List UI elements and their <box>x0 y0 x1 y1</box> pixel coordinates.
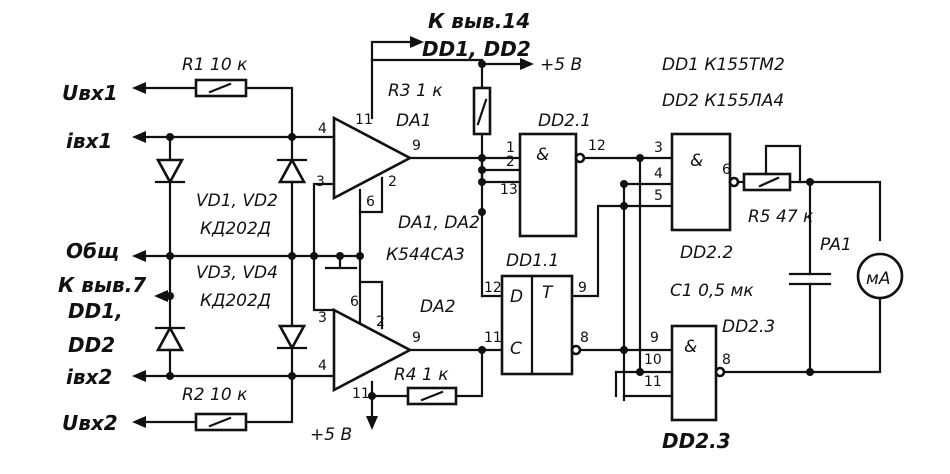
label-da-types-2: К544СА3 <box>386 245 465 265</box>
label-r3: R3 1 к <box>388 81 443 101</box>
pin-da2-11: 11 <box>352 386 370 402</box>
label-supply-top: +5 В <box>540 55 582 75</box>
pin-dd21-12: 12 <box>588 138 606 154</box>
label-vd12-2: КД202Д <box>200 219 271 239</box>
comparator-da1: DA1 4 3 11 9 6 2 <box>316 111 432 210</box>
label-iin2: iвх2 <box>66 365 112 389</box>
pin-dd22-5: 5 <box>654 188 663 204</box>
input-terminals: Uвх1 iвх1 Общ К выв.7 DD1, DD2 iвх2 Uвх2 <box>58 81 168 435</box>
diode-vd3 <box>154 254 186 378</box>
label-r1: R1 10 к <box>182 55 248 75</box>
label-dd22-and: & <box>690 151 703 171</box>
label-power-top-1: К выв.14 <box>428 9 530 33</box>
label-dd23-bottom: DD2.3 <box>662 429 731 453</box>
label-pa1: PA1 <box>820 235 852 255</box>
milliammeter-pa1: PA1 мА <box>808 235 904 374</box>
nand-dd2-3: & DD2.3 DD2.3 9 10 11 8 <box>644 317 775 453</box>
label-iin1: iвх1 <box>66 129 112 153</box>
nand-dd2-2: & DD2.2 3 4 5 6 <box>654 132 740 263</box>
label-to-pin7-2: DD1, <box>68 299 123 323</box>
pin-dd22-3: 3 <box>654 140 663 156</box>
label-dd23-and: & <box>684 337 697 357</box>
label-supply-bottom: +5 В <box>310 425 352 445</box>
label-uin1: Uвх1 <box>62 81 118 105</box>
diode-vd4 <box>276 254 308 378</box>
label-dd1-type: DD1 К155ТМ2 <box>662 55 785 75</box>
resistor-r2: R2 10 к <box>144 374 294 432</box>
pin-da1-11: 11 <box>355 112 373 128</box>
capacitor-c1: С1 0,5 мк <box>670 180 832 374</box>
pin-da1-9: 9 <box>412 138 421 154</box>
label-dd11-t: T <box>542 283 554 303</box>
label-to-pin7-1: К выв.7 <box>58 273 146 297</box>
label-dd2-type: DD2 К155ЛА4 <box>662 91 784 111</box>
meter-unit-label: мА <box>866 269 890 289</box>
label-dd11: DD1.1 <box>506 251 559 271</box>
pin-dd22-4: 4 <box>654 166 663 182</box>
label-da1: DA1 <box>396 111 432 131</box>
label-dd21-and: & <box>536 145 549 165</box>
label-vd34-2: КД202Д <box>200 291 271 311</box>
pin-da2-4: 4 <box>318 358 327 374</box>
label-r5: R5 47 к <box>748 207 814 227</box>
diode-vd1 <box>154 135 186 258</box>
pin-da2-9: 9 <box>412 330 421 346</box>
pin-da2-2: 2 <box>376 314 385 330</box>
pin-dd11-11: 11 <box>484 330 502 346</box>
pin-da1-4: 4 <box>318 121 327 137</box>
label-c1: С1 0,5 мк <box>670 281 754 301</box>
label-vd34-1: VD3, VD4 <box>196 263 278 283</box>
label-to-pin7-3: DD2 <box>68 333 115 357</box>
pin-da1-6: 6 <box>366 194 375 210</box>
pin-dd11-8: 8 <box>580 330 589 346</box>
pin-da2-3: 3 <box>318 310 327 326</box>
label-power-top-2: DD1, DD2 <box>422 37 531 61</box>
pin-dd23-11: 11 <box>644 374 662 390</box>
label-dd22: DD2.2 <box>680 243 733 263</box>
diode-vd2 <box>276 135 308 258</box>
pin-dd21-1: 1 <box>506 140 515 156</box>
resistor-r1: R1 10 к <box>144 55 294 139</box>
pin-dd23-8: 8 <box>722 352 731 368</box>
pin-dd11-9: 9 <box>578 280 587 296</box>
label-dd11-c: C <box>510 339 522 359</box>
label-r4: R4 1 к <box>394 365 449 385</box>
pin-dd23-9: 9 <box>650 330 659 346</box>
label-da-types-1: DA1, DA2 <box>398 213 480 233</box>
pin-dd22-6: 6 <box>722 162 731 178</box>
pin-dd21-2: 2 <box>506 154 515 170</box>
label-vd12-1: VD1, VD2 <box>196 191 278 211</box>
resistor-r4: R4 1 к <box>370 365 458 406</box>
label-dd23-top: DD2.3 <box>722 317 775 337</box>
power-rail-top: К выв.14 DD1, DD2 +5 В <box>370 9 582 120</box>
pin-dd11-12: 12 <box>484 280 502 296</box>
pin-dd23-10: 10 <box>644 352 662 368</box>
nand-dd2-1: DD2.1 & 1 2 13 12 <box>500 111 606 238</box>
pin-dd21-13: 13 <box>500 182 518 198</box>
pin-da1-3: 3 <box>316 174 325 190</box>
comparator-da2: DA2 3 4 6 2 9 11 <box>318 294 456 402</box>
label-uin2: Uвх2 <box>62 411 118 435</box>
label-common: Общ <box>66 239 119 263</box>
pin-da1-2: 2 <box>388 174 397 190</box>
label-da2: DA2 <box>420 297 456 317</box>
label-dd21: DD2.1 <box>538 111 591 131</box>
label-dd11-d: D <box>510 287 523 307</box>
label-r2: R2 10 к <box>182 385 248 405</box>
pin-da2-6: 6 <box>350 294 359 310</box>
flipflop-dd1-1: DD1.1 D C T 12 11 9 8 <box>484 251 589 376</box>
potentiometer-r5: R5 47 к <box>736 144 882 242</box>
